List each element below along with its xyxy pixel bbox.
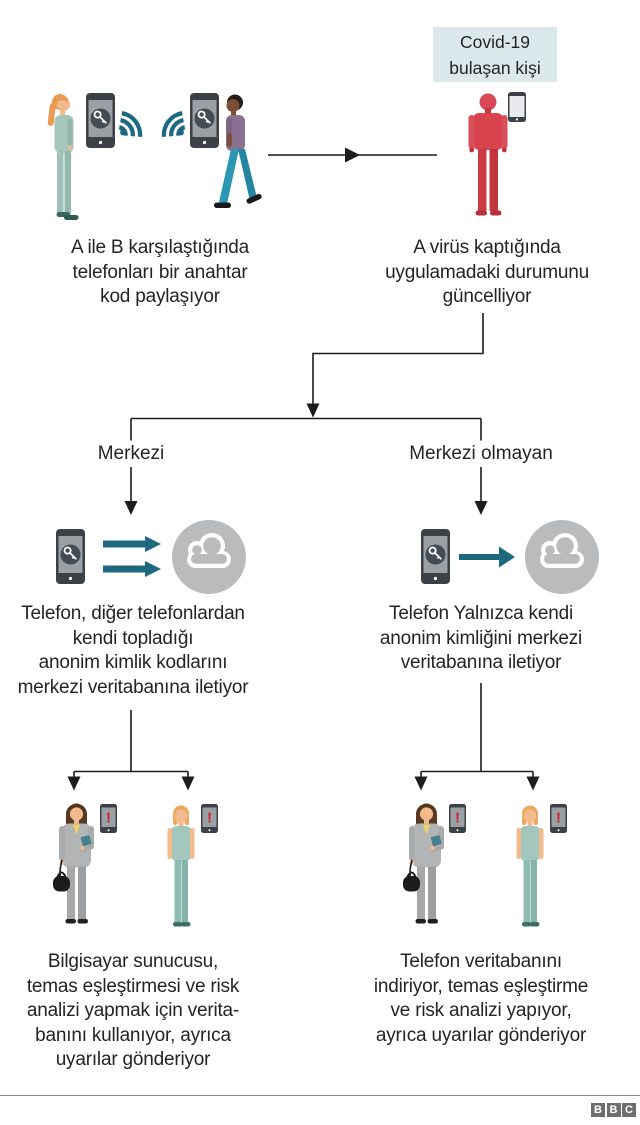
- bbc-logo-letter: C: [622, 1103, 636, 1117]
- cloud-server-icon: [525, 520, 599, 594]
- svg-text:!: !: [455, 810, 460, 827]
- casual-woman-figure: [513, 805, 547, 932]
- alert-phone-icon: !: [100, 804, 117, 833]
- caption-central-upload: Telefon, diğer telefonlardan kendi topla…: [17, 603, 249, 698]
- branch-label-central: Merkezi: [97, 443, 165, 464]
- upload-arrows-icon: [103, 536, 161, 577]
- bbc-logo-letter: B: [606, 1103, 621, 1117]
- svg-text:!: !: [106, 810, 111, 827]
- branch-label-decentralised: Merkezi olmayan: [409, 443, 553, 464]
- business-woman-figure: [52, 802, 100, 932]
- upload-arrow-icon: [459, 546, 515, 568]
- alert-phone-icon: !: [201, 804, 218, 833]
- phone-key-icon: [86, 93, 115, 148]
- caption-infected: A virüs kaptığında uygulamadaki durumunu…: [385, 237, 589, 307]
- svg-text:!: !: [207, 810, 212, 827]
- svg-text:!: !: [556, 810, 561, 827]
- business-woman-figure: [402, 802, 450, 932]
- caption-central-processing: Bilgisayar sunucusu, temas eşleştirmesi …: [26, 951, 240, 1070]
- phone-icon: [508, 92, 526, 122]
- wifi-signal-icon: [116, 98, 143, 139]
- phone-key-icon: [421, 529, 450, 584]
- casual-woman-figure: [164, 805, 198, 932]
- caption-decentral-processing: Telefon veritabanını indiriyor, temas eş…: [373, 951, 589, 1046]
- phone-key-icon: [56, 529, 85, 584]
- person-a-figure: [44, 94, 82, 226]
- bbc-logo-letter: B: [591, 1103, 605, 1117]
- caption-meeting: A ile B karşılaştığında telefonları bir …: [70, 237, 250, 307]
- alert-phone-icon: !: [449, 804, 466, 833]
- cloud-server-icon: [172, 520, 246, 594]
- wifi-signal-icon: [161, 98, 188, 139]
- caption-decentral-upload: Telefon Yalnızca kendi anonim kimliğini …: [379, 603, 583, 673]
- infected-person-label: Covid-19 bulaşan kişi: [433, 27, 557, 82]
- person-b-figure: [214, 94, 268, 226]
- footer-divider: [0, 1095, 640, 1096]
- alert-phone-icon: !: [550, 804, 567, 833]
- infected-person-figure: [463, 93, 513, 221]
